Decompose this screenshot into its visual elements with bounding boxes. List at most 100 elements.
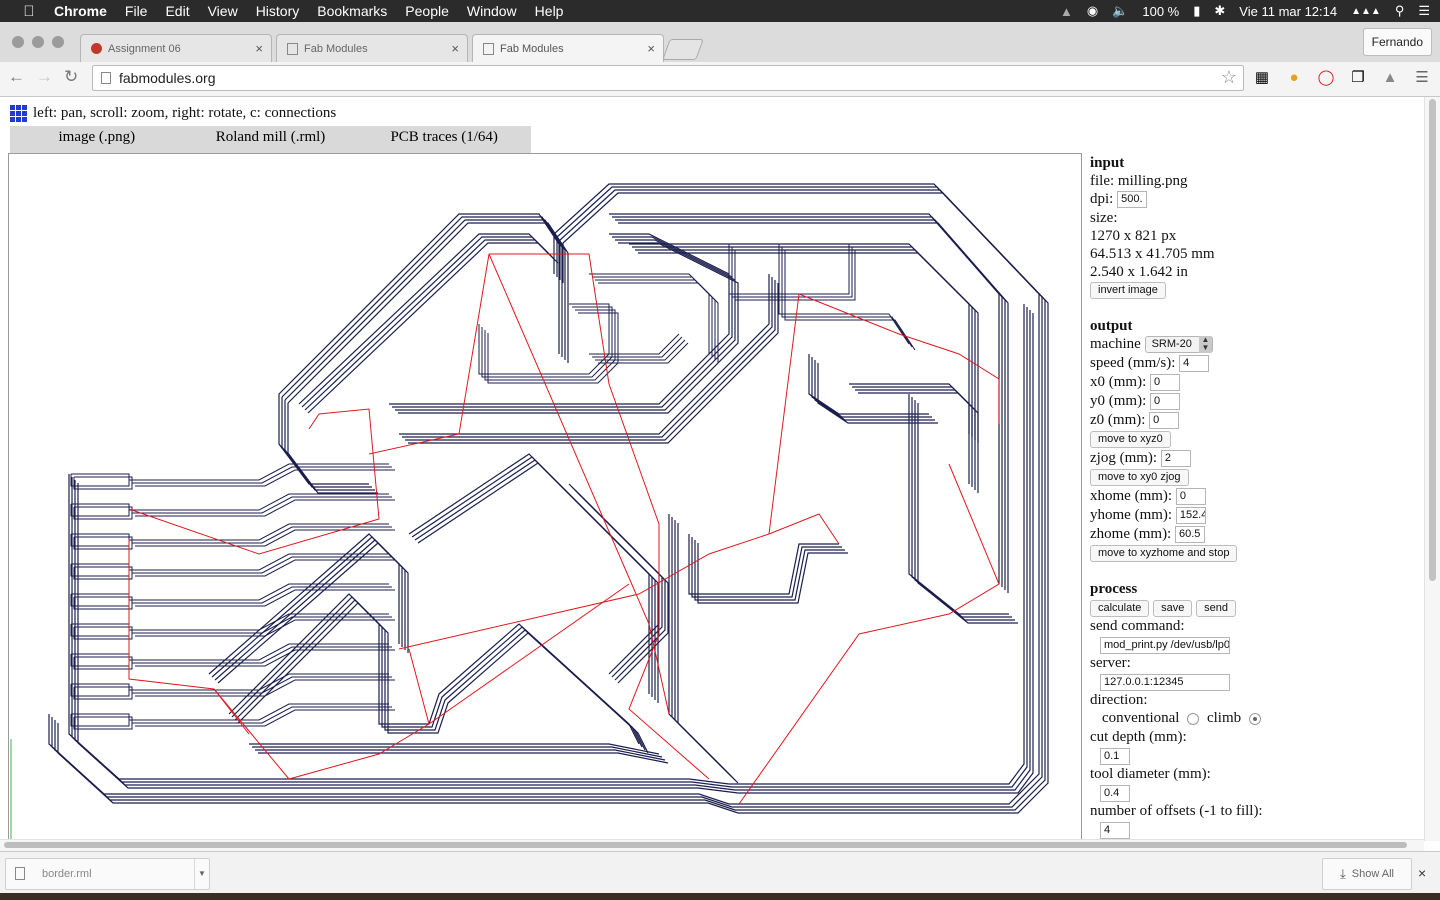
tool-diameter-input[interactable]: 0.4 — [1100, 785, 1130, 803]
x0-input[interactable]: 0 — [1150, 374, 1180, 392]
tab-close-icon[interactable]: × — [451, 41, 459, 56]
reload-icon[interactable]: ↻ — [64, 67, 79, 86]
window-close-button[interactable] — [12, 36, 24, 48]
window-minimize-button[interactable] — [32, 36, 44, 48]
qr-code-extension-icon[interactable]: ▦ — [1254, 69, 1270, 86]
tab-image-png[interactable]: image (.png) — [58, 129, 136, 145]
tab-pcb-traces[interactable]: PCB traces (1/64) — [390, 129, 498, 145]
dpi-row: dpi: 500. — [1090, 191, 1148, 209]
tab-roland-mill-rml[interactable]: Roland mill (.rml) — [215, 129, 326, 145]
show-all-downloads-button[interactable]: ⤓ Show All — [1322, 858, 1412, 890]
toolpath-trace — [284, 400, 375, 491]
toolpath-trace — [132, 496, 392, 514]
opera-extension-icon[interactable]: ◯ — [1317, 69, 1335, 86]
yhome-input[interactable]: 152.4 — [1175, 507, 1206, 525]
move-xyz0-button[interactable]: move to xyz0 — [1090, 431, 1171, 449]
menu-history[interactable]: History — [255, 3, 300, 19]
profile-button[interactable]: Fernando — [1362, 28, 1432, 56]
tab-close-icon[interactable]: × — [647, 41, 655, 56]
toolpath-viewer[interactable] — [8, 153, 1082, 841]
size-label: size: — [1090, 210, 1118, 226]
toolpath-trace — [129, 613, 389, 631]
send-command-input[interactable]: mod_print.py /dev/usb/lp0 — [1100, 637, 1230, 655]
menu-edit[interactable]: Edit — [165, 3, 190, 19]
toolpath-trace — [694, 540, 845, 601]
menu-file[interactable]: File — [124, 3, 148, 19]
wifi-icon[interactable]: ◉ — [1086, 3, 1099, 18]
calculate-button[interactable]: calculate — [1090, 600, 1150, 618]
menu-app[interactable]: Chrome — [54, 3, 107, 19]
save-button[interactable]: save — [1153, 600, 1193, 618]
send-command-row: mod_print.py /dev/usb/lp0 — [1100, 637, 1230, 655]
fruit-extension-icon[interactable]: ● — [1289, 69, 1299, 86]
window-zoom-button[interactable] — [52, 36, 64, 48]
back-arrow-icon[interactable]: ← — [8, 67, 25, 86]
size-px: 1270 x 821 px — [1090, 228, 1177, 244]
user-menu-icon[interactable]: ▲▲▲ — [1351, 5, 1381, 17]
clock[interactable]: Vie 11 mar 12:14 — [1239, 3, 1338, 19]
download-item[interactable]: border.rml ▼ — [5, 858, 210, 890]
xhome-input[interactable]: 0 — [1175, 488, 1206, 506]
offsets-input[interactable]: 4 — [1100, 822, 1130, 840]
apple-icon[interactable]:  — [18, 3, 40, 20]
climb-label: climb — [1206, 710, 1242, 726]
toolpath-trace — [677, 523, 739, 784]
adobe-icon[interactable]: ▲ — [1059, 3, 1073, 19]
drive-extension-icon[interactable]: ▲ — [1382, 69, 1398, 86]
size-in: 2.540 x 1.642 in — [1090, 264, 1188, 280]
forward-arrow-icon[interactable]: → — [36, 67, 53, 86]
menu-window[interactable]: Window — [466, 3, 517, 19]
move-xyzhome-stop-button[interactable]: move to xyzhome and stop — [1090, 545, 1238, 563]
tool-diameter-row: 0.4 — [1100, 785, 1130, 803]
horizontal-scroll-thumb[interactable] — [4, 842, 1407, 848]
address-bar[interactable]: fabmodules.org ☆ — [92, 65, 1244, 91]
tab-fab-modules-2[interactable]: Fab Modules × — [472, 34, 664, 62]
menu-bookmarks[interactable]: Bookmarks — [317, 3, 388, 19]
bluetooth-icon[interactable]: ✱ — [1214, 3, 1226, 18]
zjog-input[interactable]: 2 — [1160, 450, 1191, 468]
server-input[interactable]: 127.0.0.1:12345 — [1100, 674, 1230, 692]
tab-strip: Assignment 06 × Fab Modules × Fab Module… — [0, 22, 1440, 62]
toolpath-trace — [51, 186, 1043, 808]
vertical-scroll-thumb[interactable] — [1429, 99, 1436, 581]
toolpath-pad — [70, 713, 130, 727]
tab-fab-modules-1[interactable]: Fab Modules × — [276, 34, 468, 62]
chrome-menu-icon[interactable]: ☰ — [1415, 69, 1429, 86]
close-shelf-icon[interactable]: × — [1418, 865, 1427, 881]
toolpath-canvas[interactable] — [9, 154, 1082, 841]
machine-select[interactable]: SRM-20 ▲▼ — [1144, 336, 1213, 354]
download-menu-icon[interactable]: ▼ — [194, 859, 209, 889]
vertical-scrollbar[interactable] — [1424, 97, 1440, 841]
volume-icon[interactable]: 🔈 — [1112, 3, 1129, 18]
z0-input[interactable]: 0 — [1149, 412, 1180, 430]
conventional-radio[interactable] — [1187, 712, 1200, 725]
battery-percent[interactable]: 100 % — [1142, 3, 1180, 19]
toolpath-trace — [287, 222, 569, 404]
menu-view[interactable]: View — [207, 3, 238, 19]
toolpath-pad — [70, 503, 130, 517]
move-xy0-zjog-button[interactable]: move to xy0 zjog — [1090, 469, 1189, 487]
tab-assignment[interactable]: Assignment 06 × — [80, 34, 272, 62]
spotlight-icon[interactable]: ⚲ — [1394, 3, 1405, 18]
invert-image-button[interactable]: invert image — [1090, 282, 1166, 300]
send-button[interactable]: send — [1196, 600, 1237, 618]
toolpath-trace — [217, 542, 409, 684]
tab-close-icon[interactable]: × — [255, 41, 263, 56]
y0-input[interactable]: 0 — [1150, 393, 1180, 411]
climb-radio[interactable] — [1248, 712, 1261, 725]
direction-row: conventional climb — [1102, 710, 1265, 727]
connection-line — [488, 253, 670, 715]
address-url[interactable]: fabmodules.org — [119, 70, 216, 86]
menu-people[interactable]: People — [405, 3, 449, 19]
menu-help[interactable]: Help — [534, 3, 564, 19]
new-tab-button[interactable] — [662, 39, 704, 60]
zhome-input[interactable]: 60.5 — [1174, 526, 1205, 544]
speed-input[interactable]: 4 — [1179, 355, 1210, 373]
cut-depth-input[interactable]: 0.1 — [1100, 748, 1130, 766]
bookmark-star-icon[interactable]: ☆ — [1220, 67, 1237, 87]
toolpath-trace — [214, 539, 406, 681]
horizontal-scrollbar[interactable] — [0, 839, 1424, 851]
notification-center-icon[interactable]: ☰ — [1418, 3, 1430, 18]
dpi-input[interactable]: 500. — [1117, 191, 1148, 209]
tabs-extension-icon[interactable]: ❐ — [1351, 69, 1365, 86]
